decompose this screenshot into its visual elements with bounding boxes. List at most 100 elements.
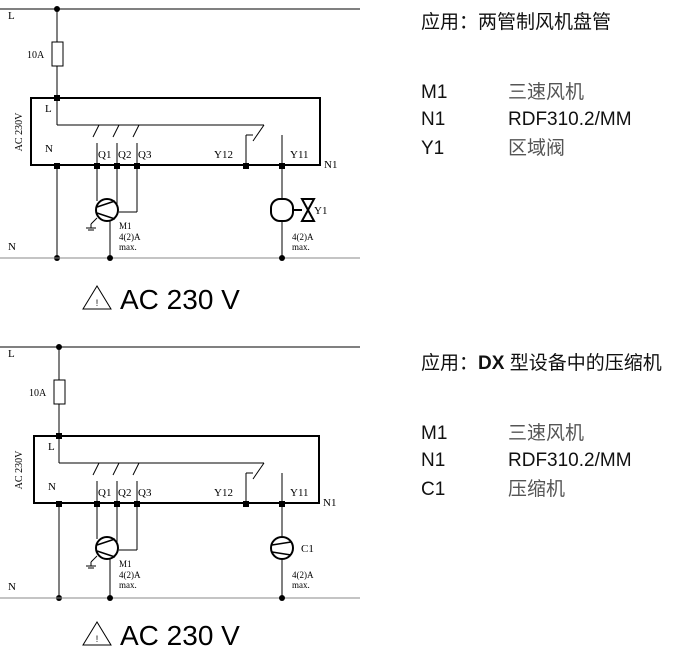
neutral-rail-label: N xyxy=(8,581,16,593)
terminal-label: Q2 xyxy=(118,149,131,161)
compressor-icon-stroke xyxy=(271,551,292,556)
legend-code: C1 xyxy=(421,479,446,500)
terminal-y12 xyxy=(243,163,249,169)
terminal-label: Q1 xyxy=(98,487,111,499)
warning-voltage-text: AC 230 V xyxy=(120,284,240,315)
relay-contact xyxy=(132,124,140,138)
fan-motor-icon-stroke xyxy=(96,212,116,220)
terminal-label: Q3 xyxy=(138,487,152,499)
fan-motor-icon-stroke xyxy=(96,538,116,546)
fuse-label: 10A xyxy=(29,388,47,399)
device-box xyxy=(33,435,320,504)
warning-icon-mark: ! xyxy=(96,298,99,308)
legend-desc: RDF310.2/MM xyxy=(508,450,632,471)
fuse-symbol xyxy=(51,41,64,67)
legend-title: 应用：两管制风机盘管 xyxy=(421,12,632,34)
motor-label: M1 xyxy=(119,221,132,231)
legend-desc: 区域阀 xyxy=(508,137,566,159)
device-label: N1 xyxy=(323,497,336,509)
fuse-symbol xyxy=(53,379,66,405)
device-box xyxy=(30,97,321,166)
motor-rating-note: max. xyxy=(119,242,137,252)
fan-motor-icon-stroke xyxy=(96,200,116,208)
ground-wire xyxy=(90,555,98,563)
warning-voltage-text: AC 230 V xyxy=(120,620,240,651)
fan-motor-icon xyxy=(95,536,119,560)
valve-icon xyxy=(300,198,316,222)
junction-dot xyxy=(279,255,285,261)
legend-row: Y1 区域阀 xyxy=(421,134,632,162)
terminal-label: Q3 xyxy=(138,149,152,161)
live-rail-label: L xyxy=(8,348,15,360)
warning-icon-mark: ! xyxy=(96,634,99,644)
box-terminal-n-label: N xyxy=(48,481,56,493)
legend-desc: 三速风机 xyxy=(508,422,585,444)
warning-icon xyxy=(82,285,112,310)
legend-code: N1 xyxy=(421,450,446,471)
terminal-label: Y11 xyxy=(290,487,309,499)
live-rail-label: L xyxy=(8,10,15,22)
junction-dot xyxy=(279,595,285,601)
relay-contact xyxy=(132,462,140,476)
compressor-icon-stroke xyxy=(271,541,292,546)
relay-contact xyxy=(112,124,120,138)
load-label: Y1 xyxy=(314,205,327,217)
load-rating-note: max. xyxy=(292,580,310,590)
legend-desc: RDF310.2/MM xyxy=(508,109,632,130)
legend-row: M1 三速风机 xyxy=(421,78,632,106)
junction-dot xyxy=(107,255,113,261)
relay-contact xyxy=(252,462,265,480)
ground-wire xyxy=(90,217,98,225)
motor-rating: 4(2)A xyxy=(119,232,141,242)
relay-contact xyxy=(92,124,100,138)
load-label: C1 xyxy=(301,543,314,555)
terminal-label: Y11 xyxy=(290,149,309,161)
title-bold: DX xyxy=(478,353,505,374)
compressor-icon xyxy=(270,536,294,560)
legend-desc: 压缩机 xyxy=(508,478,566,500)
legend-row: N1 RDF310.2/MM xyxy=(421,106,632,134)
device-label: N1 xyxy=(324,159,337,171)
load-rating: 4(2)A xyxy=(292,570,314,580)
title-prefix: 应用： xyxy=(421,353,479,374)
terminal-y12 xyxy=(243,501,249,507)
fan-motor-icon xyxy=(95,198,119,222)
box-terminal-l-label: L xyxy=(48,441,55,453)
supply-voltage-label: AC 230V xyxy=(14,450,25,489)
load-rating: 4(2)A xyxy=(292,232,314,242)
fuse-label: 10A xyxy=(27,50,45,61)
relay-contact xyxy=(112,462,120,476)
neutral-rail-label: N xyxy=(8,241,16,253)
legend-code: Y1 xyxy=(421,138,445,159)
legend-desc: 三速风机 xyxy=(508,81,585,103)
terminal-label: Y12 xyxy=(214,149,233,161)
title-rest: 两管制风机盘管 xyxy=(478,12,612,33)
warning-icon xyxy=(82,621,112,646)
legend-title: 应用：DX 型设备中的压缩机 xyxy=(421,353,662,375)
legend-top: 应用：两管制风机盘管 M1 三速风机 N1 RDF310.2/MM Y1 区域阀 xyxy=(421,12,632,162)
box-terminal-l-label: L xyxy=(45,103,52,115)
relay-contact xyxy=(92,462,100,476)
legend-code: M1 xyxy=(421,423,448,444)
fan-motor-icon-stroke xyxy=(96,550,116,558)
legend-code: M1 xyxy=(421,82,448,103)
box-terminal-n-label: N xyxy=(45,143,53,155)
title-rest: 型设备中的压缩机 xyxy=(504,353,662,374)
terminal-label: Q2 xyxy=(118,487,131,499)
legend-row: M1 三速风机 xyxy=(421,419,662,447)
title-prefix: 应用： xyxy=(421,12,479,33)
motor-rating-note: max. xyxy=(119,580,137,590)
supply-voltage-label: AC 230V xyxy=(14,112,25,151)
legend-row: C1 压缩机 xyxy=(421,475,662,503)
motor-label: M1 xyxy=(119,559,132,569)
relay-contact xyxy=(252,124,265,142)
valve-actuator-icon xyxy=(270,198,294,222)
terminal-label: Y12 xyxy=(214,487,233,499)
legend-row: N1 RDF310.2/MM xyxy=(421,447,662,475)
load-rating-note: max. xyxy=(292,242,310,252)
legend-bottom: 应用：DX 型设备中的压缩机 M1 三速风机 N1 RDF310.2/MM C1 压缩… xyxy=(421,353,662,503)
motor-rating: 4(2)A xyxy=(119,570,141,580)
terminal-label: Q1 xyxy=(98,149,111,161)
legend-code: N1 xyxy=(421,109,446,130)
